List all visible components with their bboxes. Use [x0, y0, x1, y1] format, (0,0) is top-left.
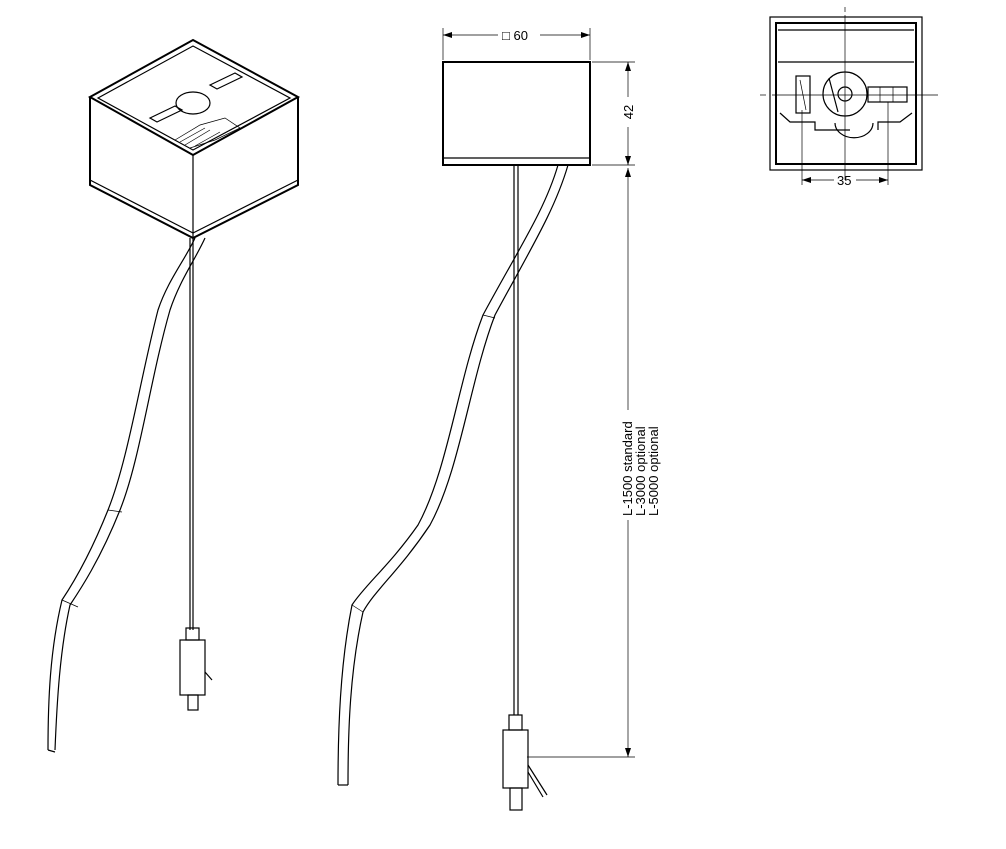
length-option-1: L-1500 standard [620, 421, 635, 516]
power-cable [347, 164, 569, 786]
right-clip [867, 86, 908, 103]
length-option-2: L-3000 optional [633, 426, 648, 516]
cable-loop [834, 122, 874, 139]
side-view: □ 60 42 L-1500 standard L-3000 optional … [337, 28, 661, 811]
height-dimension-label: 42 [621, 105, 636, 119]
spacing-dimension-label: 35 [837, 173, 851, 188]
outer-frame [769, 16, 923, 171]
connector [502, 729, 529, 789]
box-top-rim [87, 38, 301, 157]
connector [179, 639, 206, 696]
isometric-view [47, 38, 301, 753]
box-side [442, 61, 591, 166]
length-option-3: L-5000 optional [646, 426, 661, 516]
center-hole [175, 91, 211, 115]
top-view: 35 [760, 7, 938, 188]
box-body [89, 97, 299, 240]
width-dimension-label: □ 60 [502, 28, 528, 43]
left-clip [795, 75, 811, 114]
power-cable [54, 237, 206, 751]
